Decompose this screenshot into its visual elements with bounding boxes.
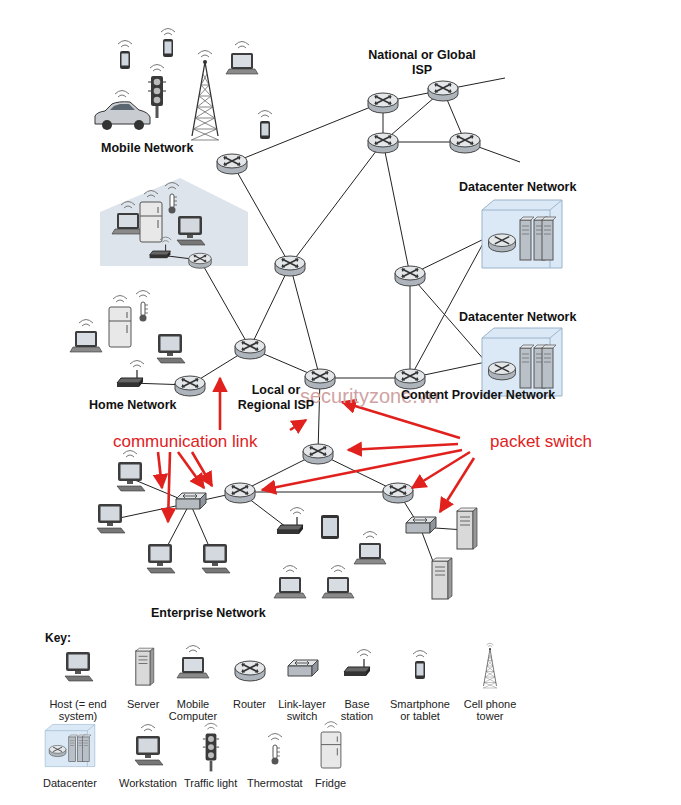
network-cloud: Enterprise Network [55, 428, 525, 633]
base-station-icon [117, 361, 144, 388]
datacenter-icon [482, 328, 562, 396]
legend-title: Key: [45, 631, 71, 645]
callout-label: packet switch [490, 432, 592, 452]
smartphone-icon [258, 111, 272, 140]
host-icon [97, 504, 125, 533]
laptop-icon [112, 202, 144, 235]
network-cloud: National or Global ISP [338, 15, 523, 180]
host-icon [147, 544, 175, 573]
base-station-icon [277, 508, 304, 535]
router-icon [175, 376, 205, 396]
legend-text: Fridge [315, 777, 346, 789]
legend-text: Thermostat [247, 777, 303, 789]
smartphone-icon [118, 41, 132, 70]
region-label: Home Network [89, 398, 177, 413]
legend-text: Base station [332, 698, 382, 722]
legend-text: Router [233, 698, 266, 710]
legend-text: Server [127, 698, 159, 710]
legend-text: Workstation [119, 777, 177, 789]
region-label: National or Global ISP [367, 48, 477, 78]
host-icon [157, 334, 185, 363]
base-station-icon [150, 237, 172, 258]
datacenter-region: Datacenter Network [451, 308, 586, 400]
traffic-light-icon [203, 723, 219, 771]
host-icon [135, 725, 163, 766]
cell-tower-icon [483, 643, 497, 688]
fridge-icon [140, 191, 162, 243]
host-icon [65, 652, 93, 681]
laptop-icon [274, 566, 306, 599]
region-label: Content Provider Network [401, 388, 555, 403]
host-icon [117, 451, 145, 492]
switch-icon [288, 660, 318, 676]
cloud-outline [75, 18, 347, 183]
network-cloud: Content Provider Network Datacenter Netwo… [368, 172, 600, 430]
car-icon [95, 91, 150, 131]
region-fill [72, 15, 351, 187]
region-label: Datacenter Network [459, 180, 576, 195]
home-network-house: Home Network [42, 268, 232, 418]
traffic-light-icon [148, 65, 166, 119]
legend-text: Link-layer switch [274, 698, 330, 722]
router-icon [217, 154, 247, 174]
base-station-icon [344, 650, 371, 677]
laptop-icon [177, 646, 209, 679]
laptop-icon [226, 42, 258, 75]
thermostat-icon [268, 734, 282, 765]
cell-tower-icon [191, 51, 218, 141]
switch-icon [176, 493, 206, 509]
router-icon [450, 133, 480, 153]
datacenter-region: Datacenter Network [451, 178, 586, 278]
router-icon [395, 266, 425, 286]
cloud-outline [55, 428, 525, 633]
legend-text: Datacenter [43, 777, 97, 789]
region-label: Enterprise Network [151, 606, 266, 621]
house-outline [42, 268, 232, 418]
datacenter-icon [45, 724, 95, 766]
router-icon [235, 339, 265, 359]
fridge-icon [109, 296, 131, 348]
smartphone-icon [413, 651, 427, 680]
server-icon [136, 648, 154, 685]
router-icon [235, 661, 265, 681]
host-icon [202, 544, 230, 573]
laptop-icon [322, 566, 354, 599]
legend-text: Smartphone or tablet [387, 698, 453, 722]
region-fill [45, 272, 230, 416]
upper-house [100, 178, 248, 266]
callout-label: communication link [113, 432, 258, 452]
host-icon [177, 216, 205, 245]
legend-text: Mobile Computer [167, 698, 219, 722]
legend-text: Traffic light [184, 777, 237, 789]
region-fill [335, 12, 527, 184]
router-icon [368, 93, 398, 113]
router-icon [189, 253, 212, 268]
thermostat-icon [136, 291, 150, 322]
region-fill [52, 425, 529, 637]
laptop-icon [354, 532, 386, 565]
server-icon [457, 508, 477, 549]
network-cloud: Mobile Network [75, 18, 347, 183]
fridge-icon [321, 722, 341, 768]
smartphone-icon [161, 29, 175, 58]
router-icon [303, 444, 333, 464]
legend-text: Host (= end system) [43, 698, 113, 722]
cloud-outline [338, 15, 523, 180]
laptop-icon [70, 320, 102, 353]
router-icon [368, 133, 398, 153]
router-icon [428, 81, 458, 101]
router-icon [275, 256, 305, 276]
region-label: Local or Regional ISP [230, 383, 322, 413]
router-icon [383, 483, 413, 503]
legend-text: Cell phone tower [460, 698, 520, 722]
router-icon [225, 483, 255, 503]
server-icon [432, 558, 452, 599]
region-label: Mobile Network [101, 141, 193, 156]
datacenter-icon [482, 200, 562, 268]
tablet-icon [321, 515, 339, 539]
switch-icon [406, 517, 436, 533]
region-label: Datacenter Network [459, 310, 576, 325]
thermostat-icon [165, 183, 179, 214]
